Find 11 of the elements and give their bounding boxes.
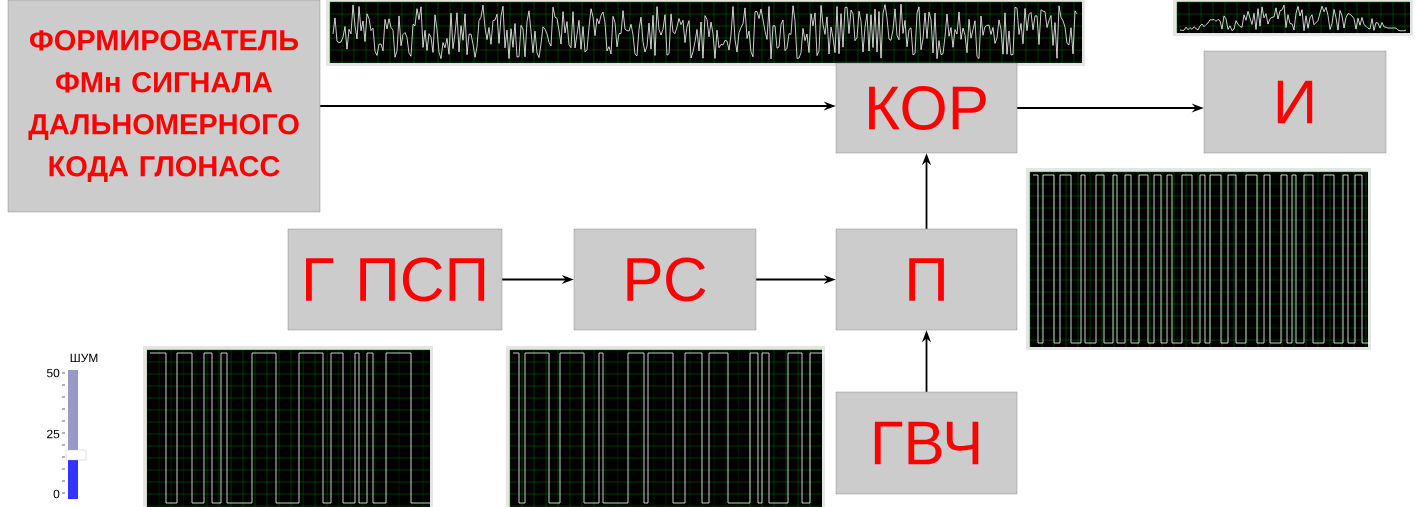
scale-number: 50 (46, 368, 60, 378)
block-box: КОР (835, 62, 1018, 154)
block-box: И (1203, 50, 1387, 154)
scale-number: 25 (47, 429, 60, 439)
block-box: РС (573, 228, 757, 331)
scale-number: 0 (53, 489, 60, 499)
slider-label: ШУМ (70, 353, 98, 363)
block-box: П (835, 228, 1018, 331)
block-box: ФОРМИРОВАТЕЛЬ ФМн СИГНАЛА ДАЛЬНОМЕРНОГО КОДА ГЛОНАСС (7, 0, 321, 213)
block-box: Г ПСП (287, 228, 503, 331)
block-box: ГВЧ (835, 391, 1018, 495)
